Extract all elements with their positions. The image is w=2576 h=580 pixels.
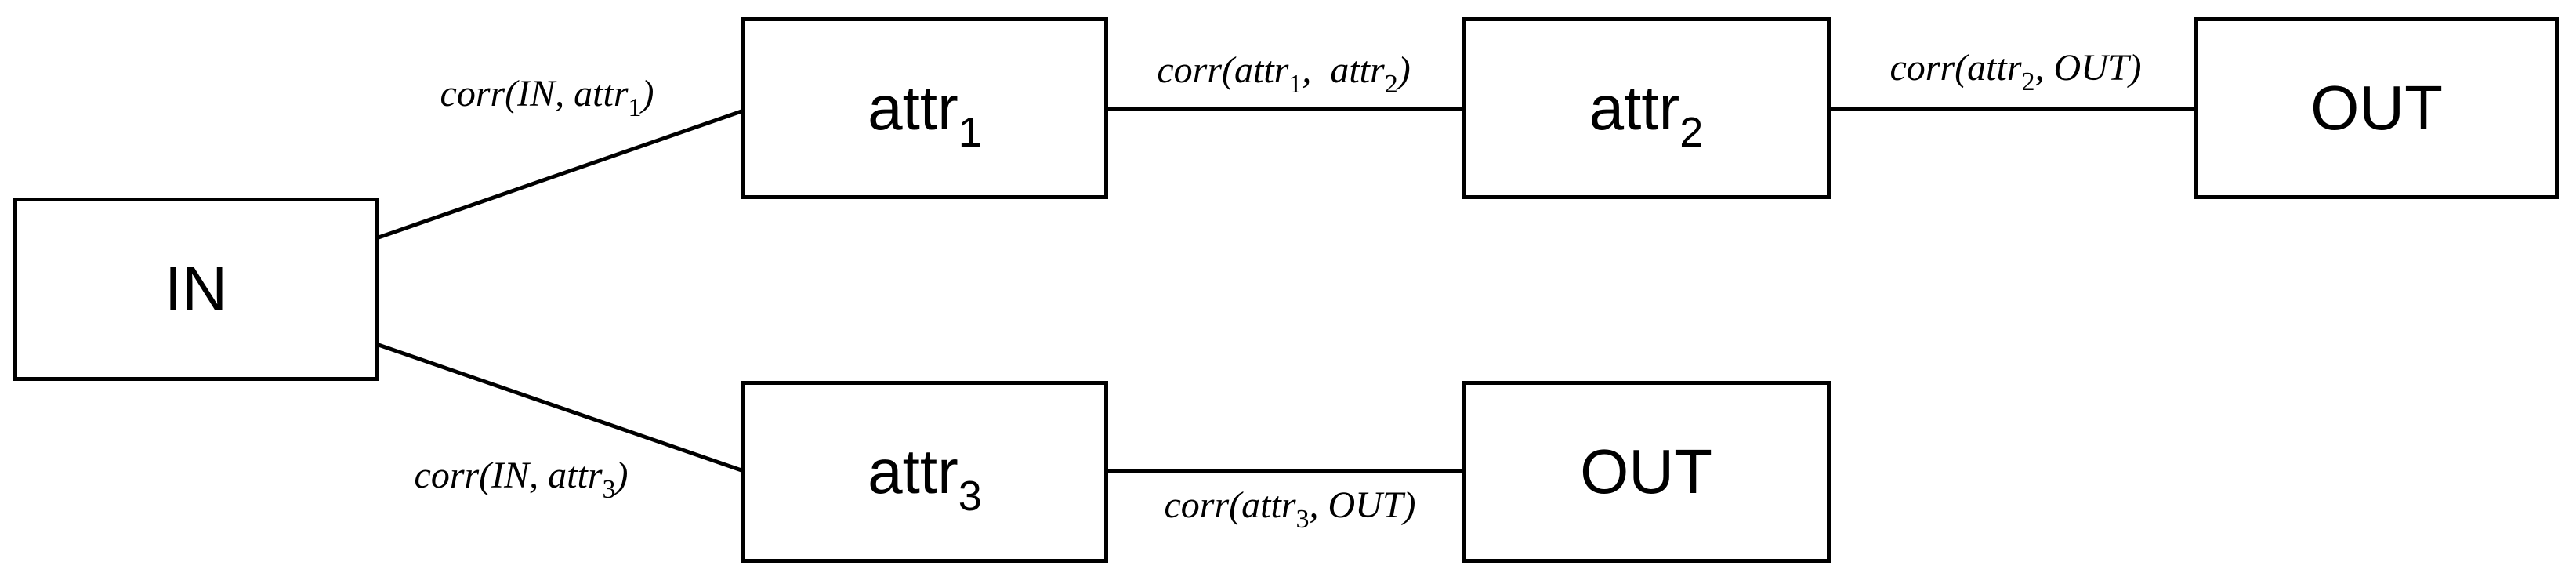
subscript: 2 xyxy=(1384,70,1398,99)
text-run: ) xyxy=(641,73,654,114)
node-label: attr2 xyxy=(1589,77,1704,154)
edge-label-corr-in-attr1: corr(IN, attr1) xyxy=(440,73,654,121)
subscript: 3 xyxy=(602,475,616,504)
edge-label-corr-in-attr3: corr(IN, attr3) xyxy=(414,455,629,503)
edge-label-corr-attr2-out: corr(attr2, OUT) xyxy=(1889,47,2142,96)
node-label-base: IN xyxy=(165,254,227,324)
node-label-base: OUT xyxy=(1580,437,1712,506)
node-label-base: attr xyxy=(1589,73,1680,143)
node-label: OUT xyxy=(2310,77,2443,140)
edge-label-corr-attr1-attr2: corr(attr1, attr2) xyxy=(1157,49,1411,98)
text-run: corr(attr xyxy=(1889,47,2022,89)
edge-line-in-attr1 xyxy=(378,108,745,240)
node-label-subscript: 1 xyxy=(958,109,982,156)
node-label-base: OUT xyxy=(2310,73,2443,143)
text-run: corr(attr xyxy=(1164,484,1296,526)
node-label: attr1 xyxy=(868,77,982,154)
text-run: ) xyxy=(1397,49,1411,91)
node-label-base: attr xyxy=(868,73,958,143)
text-run: corr(IN, attr xyxy=(414,455,603,496)
node-label-base: attr xyxy=(868,437,958,506)
node-attr2: attr2 xyxy=(1462,17,1831,199)
text-run: , OUT) xyxy=(1309,484,1416,526)
subscript: 3 xyxy=(1295,505,1310,534)
text-run: ) xyxy=(615,455,629,496)
node-in: IN xyxy=(13,198,379,381)
node-label: attr3 xyxy=(868,437,982,518)
text-run: corr(attr xyxy=(1157,49,1289,91)
text-run: , attr xyxy=(1302,49,1385,91)
node-label-subscript: 2 xyxy=(1679,109,1704,156)
edge-line-in-attr3 xyxy=(378,343,745,473)
node-attr1: attr1 xyxy=(741,17,1108,199)
node-label: IN xyxy=(165,258,227,321)
text-run: , OUT) xyxy=(2034,47,2142,89)
node-out-top: OUT xyxy=(2194,17,2559,199)
node-label: OUT xyxy=(1580,440,1712,503)
node-attr3: attr3 xyxy=(741,381,1108,563)
node-label-subscript: 3 xyxy=(958,473,982,520)
subscript: 1 xyxy=(1288,70,1302,99)
edge-label-corr-attr3-out: corr(attr3, OUT) xyxy=(1164,484,1416,533)
subscript: 2 xyxy=(2021,67,2035,96)
subscript: 1 xyxy=(628,93,642,122)
text-run: corr(IN, attr xyxy=(440,73,629,114)
node-out-bottom: OUT xyxy=(1462,381,1831,563)
